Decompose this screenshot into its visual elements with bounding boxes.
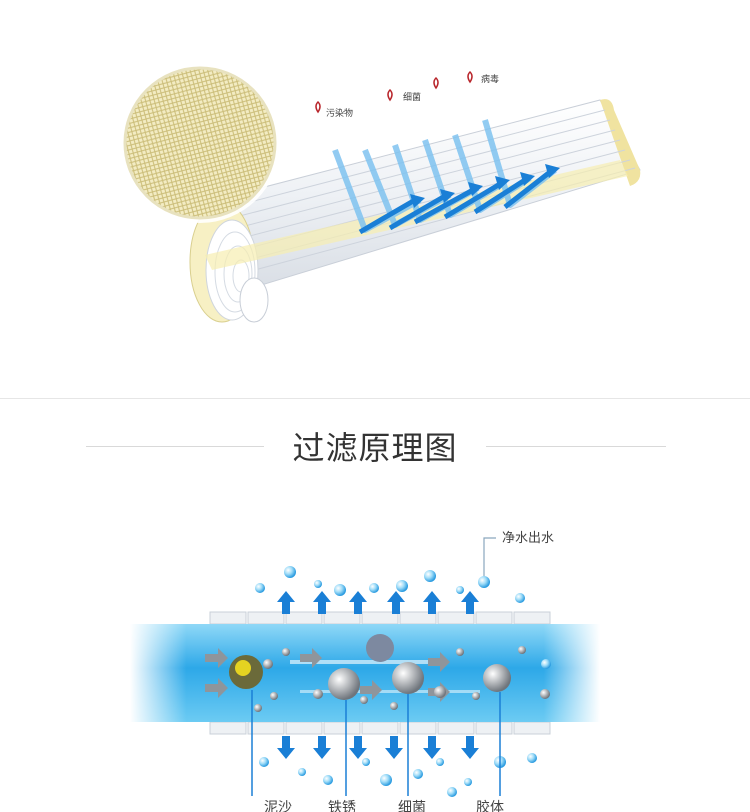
clean-water-up-arrows: [277, 591, 479, 614]
membrane-illustration: 污染物 细菌 病毒: [0, 0, 750, 400]
section-title-row: 过滤原理图: [0, 420, 750, 480]
contaminant-drops: [316, 72, 472, 112]
label-virus: 病毒: [481, 73, 499, 85]
label-pollutant: 污染物: [326, 107, 353, 119]
water-stream: [130, 624, 600, 722]
filtration-diagram: 净水出水 泥沙 铁锈 细菌 胶体: [0, 500, 750, 812]
section-title: 过滤原理图: [0, 420, 750, 476]
label-rust: 铁锈: [328, 800, 356, 812]
label-clean-water-out: 净水出水: [502, 531, 554, 546]
title-rule-right: [486, 446, 666, 447]
label-bacteria-diagram: 细菌: [398, 800, 426, 812]
label-bacteria: 细菌: [403, 91, 421, 103]
clean-water-down-arrows: [277, 736, 479, 759]
section-divider: [0, 398, 750, 399]
label-sediment: 泥沙: [264, 800, 292, 812]
label-colloid: 胶体: [476, 799, 504, 812]
clean-water-callout: 净水出水: [484, 531, 554, 576]
